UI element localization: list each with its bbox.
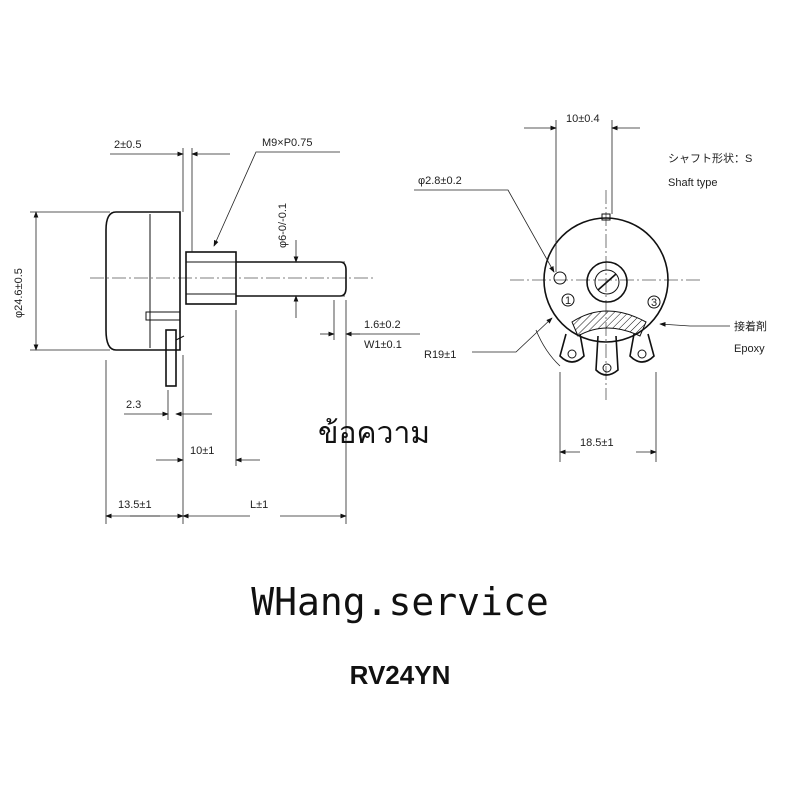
terminal-right [629,333,655,363]
mounting-hole [553,271,567,285]
terminal-middle [595,335,619,376]
body-outline [105,211,181,351]
shaft-type-jp: シャフト形状：S [668,151,752,165]
terminal-3-label: 3 [651,297,657,309]
epoxy-jp: 接着剤 [734,319,767,333]
body-circle [543,217,669,343]
anti-rotation-lug [601,213,611,221]
dim-body-dia-label: φ24.6±0.5 [13,268,25,318]
model-number: RV24YN [349,660,451,690]
dim-top-width-label: 10±0.4 [566,113,600,125]
dim-terminal-span-label: 18.5±1 [580,437,614,449]
overlay-text: ข้อความ [318,416,431,451]
shaft-type-en: Shaft type [668,177,718,189]
epoxy-en: Epoxy [734,343,765,355]
dim-bushing-len-label: 10±1 [190,445,214,457]
terminal-left [559,333,585,363]
dim-thread-label: M9×P0.75 [262,137,312,149]
front-view: 1 3 10±0.4 φ2.8±0.2 R19±1 18.5±1 シャフト形状：… [414,113,767,462]
dim-terminal-label: 2.3 [126,399,141,411]
mount-tab [145,311,181,321]
side-view: 2±0.5 M9×P0.75 φ6-0/-0.1 φ24.6±0.5 1.6±0… [13,137,420,524]
dim-body-len-label: 13.5±1 [118,499,152,511]
brand-name: WHang.service [251,580,549,624]
dim-slot-label: W1±0.1 [364,339,402,351]
dim-slot-width-label: 1.6±0.2 [364,319,401,331]
dim-shaft-dia-label: φ6-0/-0.1 [277,203,289,248]
dim-hole-dia-label: φ2.8±0.2 [418,175,462,187]
bushing-outline [185,251,237,305]
terminal-pin [165,329,177,387]
shaft-outer [586,261,628,303]
epoxy-area [571,310,647,337]
dim-radius-label: R19±1 [424,349,456,361]
shaft-slot [597,273,617,291]
shaft-outline [236,261,347,297]
dim-shaft-len-label: L±1 [250,499,268,511]
terminal-1-label: 1 [565,295,571,307]
dim-shoulder-label: 2±0.5 [114,139,141,151]
shaft-inner [594,269,620,295]
